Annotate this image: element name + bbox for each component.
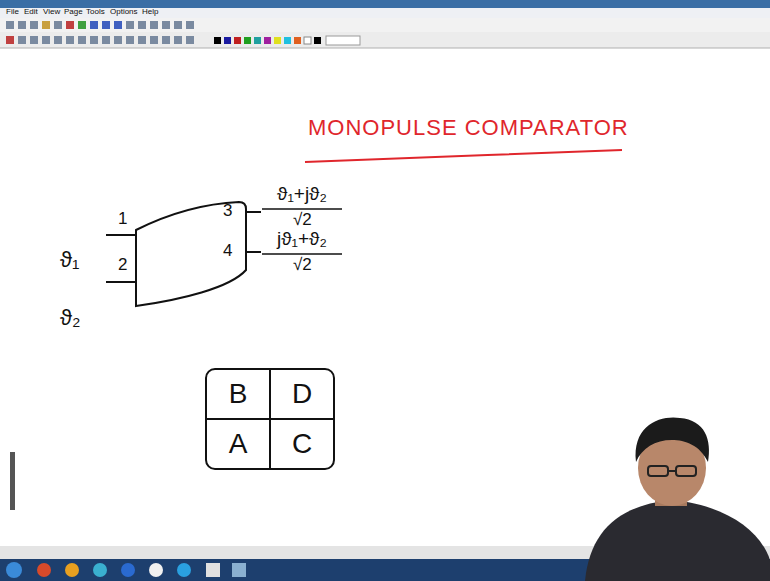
signal-name: ϑ₂ xyxy=(60,306,81,330)
hybrid-coupler: 1234 xyxy=(135,200,247,307)
port-number: 3 xyxy=(223,202,232,221)
quadrant-cell: C xyxy=(269,418,335,470)
quadrant-cell: D xyxy=(269,368,335,420)
title-underline xyxy=(305,150,622,162)
title-bar xyxy=(0,0,770,8)
menu-item: File xyxy=(6,8,19,17)
hybrid-outline-path xyxy=(136,202,246,306)
quadrant-letter: C xyxy=(292,429,312,460)
taskbar-icons xyxy=(6,562,246,578)
menu-item: Page xyxy=(64,8,83,17)
menu-item: Edit xyxy=(24,8,38,17)
menu-item: Options xyxy=(110,8,138,17)
output-numerator: ϑ₁+jϑ₂ xyxy=(277,184,327,205)
page-title: MONOPULSE COMPARATOR xyxy=(308,116,629,140)
menu-bar xyxy=(0,8,770,18)
output-denominator: √2 xyxy=(293,211,312,230)
output-numerator: jϑ₁+ϑ₂ xyxy=(277,229,327,250)
port-number: 1 xyxy=(118,210,127,229)
port-line xyxy=(106,281,135,283)
port-number: 4 xyxy=(223,242,232,261)
port-line xyxy=(106,234,135,236)
toolbar-edge xyxy=(0,48,770,49)
quadrant-cell: A xyxy=(205,418,271,470)
quadrant-letter: D xyxy=(292,379,312,410)
toolbar xyxy=(0,18,770,32)
quadrant-letter: A xyxy=(229,429,248,460)
signal-name: ϑ₁ xyxy=(60,248,79,272)
port-line xyxy=(247,211,261,213)
menu-item: Tools xyxy=(86,8,105,17)
port-line xyxy=(247,251,261,253)
output-denominator: √2 xyxy=(293,256,312,275)
fraction-bar xyxy=(262,208,342,210)
quadrant-letter: B xyxy=(229,379,248,410)
presenter-figure xyxy=(585,418,770,581)
toolbar-icons xyxy=(6,21,360,45)
fraction-bar xyxy=(262,253,342,255)
toolbar xyxy=(0,32,770,48)
menu-item: View xyxy=(43,8,60,17)
port-number: 2 xyxy=(118,256,127,275)
side-marker xyxy=(10,452,15,510)
quadrant-cell: B xyxy=(205,368,271,420)
menu-item: Help xyxy=(142,8,158,17)
